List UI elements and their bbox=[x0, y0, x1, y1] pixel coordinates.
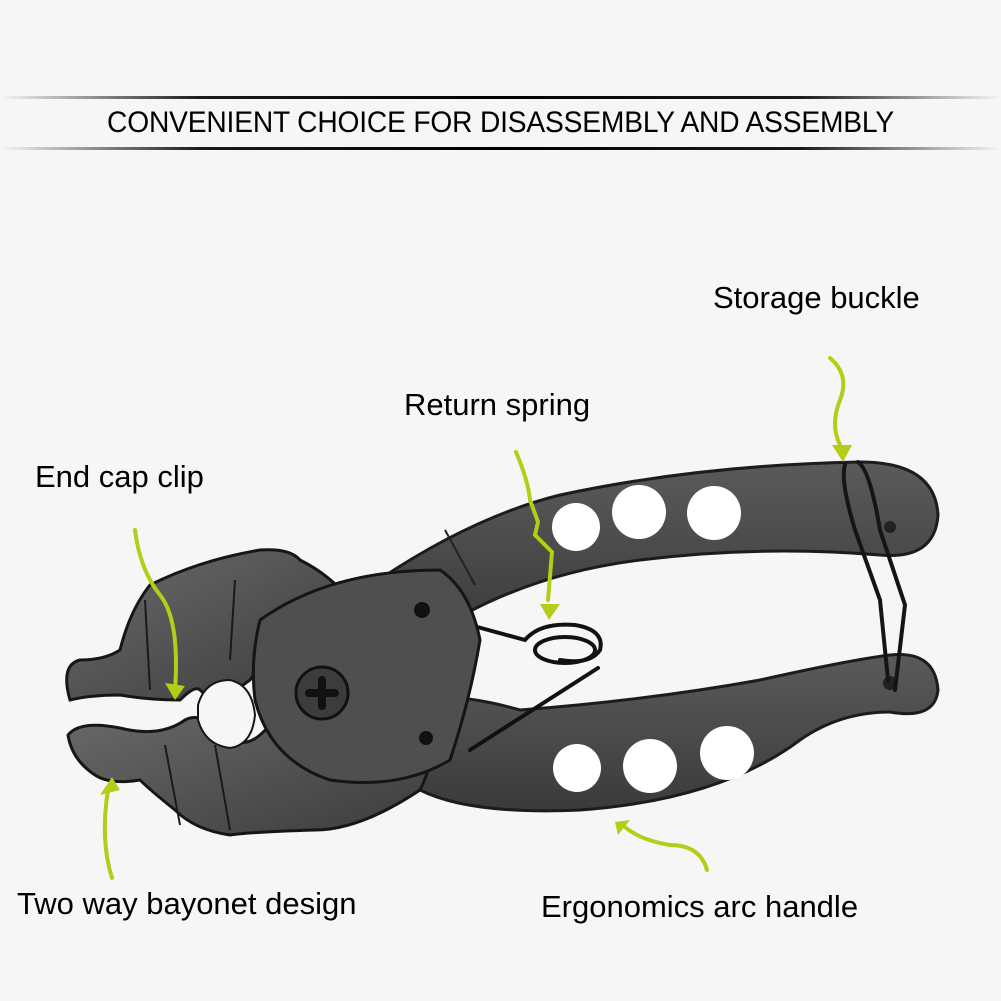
handle-hole bbox=[553, 744, 601, 792]
storage-buckle-wire bbox=[841, 460, 908, 692]
header-banner: CONVENIENT CHOICE FOR DISASSEMBLY AND AS… bbox=[0, 96, 1001, 150]
lower-handle bbox=[398, 652, 940, 813]
arrow-two-way-bayonet bbox=[102, 788, 114, 880]
label-two-way-bayonet: Two way bayonet design bbox=[17, 886, 357, 921]
arrow-return-spring bbox=[514, 450, 555, 602]
handle-hole bbox=[623, 739, 677, 793]
banner-title: CONVENIENT CHOICE FOR DISASSEMBLY AND AS… bbox=[107, 106, 894, 139]
pliers-head bbox=[65, 548, 482, 837]
label-return-spring: Return spring bbox=[404, 387, 591, 422]
arrow-end-cap-clip bbox=[133, 528, 178, 692]
handle-hole bbox=[552, 503, 600, 551]
handle-hole bbox=[687, 486, 741, 540]
return-spring bbox=[468, 622, 603, 752]
callout-arrows bbox=[102, 356, 846, 880]
label-storage-buckle: Storage buckle bbox=[713, 280, 920, 315]
handle-hole bbox=[612, 485, 666, 539]
upper-handle bbox=[347, 460, 940, 637]
arrow-storage-buckle bbox=[828, 356, 846, 447]
label-end-cap-clip: End cap clip bbox=[35, 459, 204, 494]
label-ergonomic-handle: Ergonomics arc handle bbox=[541, 889, 859, 924]
handle-hole bbox=[700, 726, 754, 780]
arrow-heads bbox=[100, 445, 852, 835]
banner-divider-bottom bbox=[0, 147, 1001, 150]
arrow-ergonomic-handle bbox=[623, 825, 709, 872]
banner-divider-top bbox=[0, 96, 1001, 99]
